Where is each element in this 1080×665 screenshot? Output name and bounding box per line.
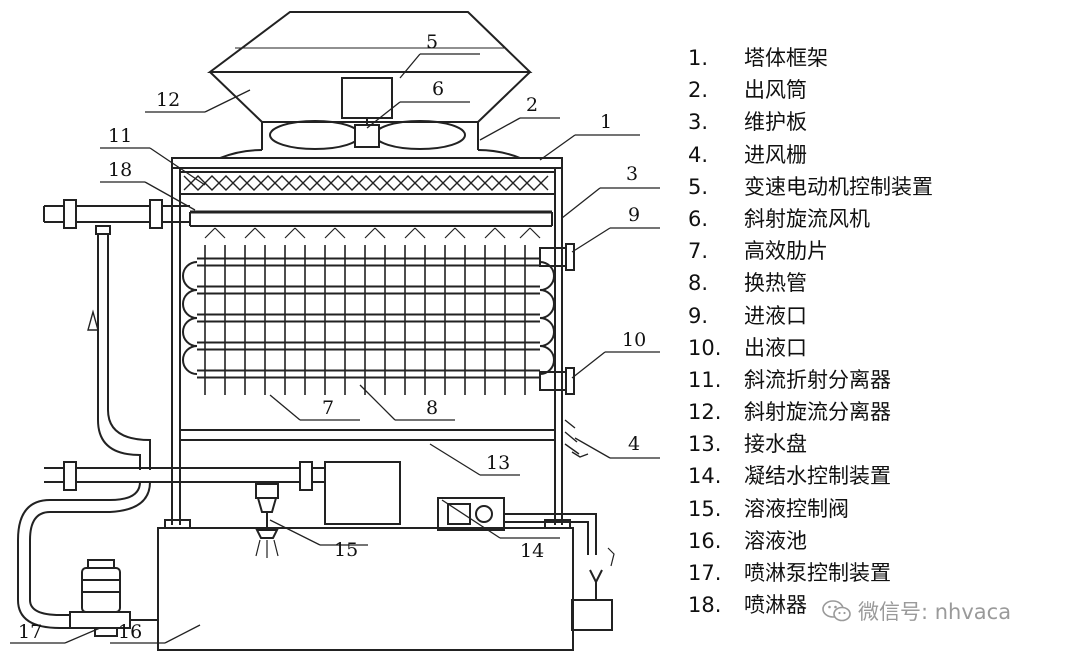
legend-label: 出风筒 bbox=[744, 78, 807, 103]
legend-number: 15. bbox=[688, 496, 722, 521]
legend-label: 喷淋泵控制装置 bbox=[744, 561, 891, 585]
fan-hub bbox=[354, 124, 380, 148]
legend-item: 6. 斜射旋流风机 bbox=[688, 203, 1068, 235]
solution-tank bbox=[157, 527, 574, 651]
callout-2: 2 bbox=[526, 94, 538, 116]
legend-label: 变速电动机控制装置 bbox=[744, 174, 933, 199]
legend-item: 7. 高效肋片 bbox=[688, 235, 1068, 267]
legend-number: 14. bbox=[688, 464, 722, 489]
callout-6: 6 bbox=[432, 78, 444, 100]
callout-7: 7 bbox=[322, 397, 334, 419]
legend-item: 2. 出风筒 bbox=[688, 74, 1068, 106]
legend-label: 换热管 bbox=[744, 271, 807, 296]
solution-valve bbox=[255, 483, 279, 558]
legend-item: 3. 维护板 bbox=[688, 106, 1068, 138]
legend-item: 12. 斜射旋流分离器 bbox=[688, 396, 1068, 428]
callout-8: 8 bbox=[426, 397, 438, 419]
watermark-text: 微信号: nhvaca bbox=[858, 600, 1012, 624]
legend-label: 凝结水控制装置 bbox=[744, 464, 891, 489]
legend-number: 18. bbox=[688, 593, 722, 618]
legend-number: 9. bbox=[688, 303, 709, 328]
fan-blade-right bbox=[374, 120, 466, 150]
fan-blade-left bbox=[269, 120, 361, 150]
legend-number: 10. bbox=[688, 335, 722, 360]
callout-1: 1 bbox=[600, 111, 612, 133]
watermark: 微信号: nhvaca bbox=[822, 596, 1011, 628]
callout-17: 17 bbox=[18, 621, 42, 643]
legend-label: 喷淋器 bbox=[744, 593, 807, 618]
legend-number: 17. bbox=[688, 561, 722, 585]
legend-label: 溶液控制阀 bbox=[744, 496, 849, 521]
drift-eliminator bbox=[179, 171, 556, 195]
legend-label: 高效肋片 bbox=[744, 239, 828, 264]
legend-number: 1. bbox=[688, 46, 709, 70]
callout-13: 13 bbox=[486, 452, 510, 474]
legend-label: 塔体框架 bbox=[744, 46, 828, 70]
legend-number: 4. bbox=[688, 142, 709, 167]
legend-item: 9. 进液口 bbox=[688, 300, 1068, 332]
coil-bank bbox=[182, 245, 555, 395]
legend-number: 6. bbox=[688, 206, 709, 231]
legend-item: 17. 喷淋泵控制装置 bbox=[688, 557, 1068, 589]
legend-item: 1. 塔体框架 bbox=[688, 42, 1068, 74]
legend-number: 8. bbox=[688, 271, 709, 296]
legend-label: 溶液池 bbox=[744, 528, 807, 553]
callout-11: 11 bbox=[108, 125, 132, 147]
spray-pump bbox=[69, 559, 158, 637]
callout-15: 15 bbox=[334, 539, 358, 561]
callout-16: 16 bbox=[118, 621, 142, 643]
collection-pan bbox=[324, 461, 401, 525]
condensate-control bbox=[437, 497, 597, 555]
inlet-pipe bbox=[43, 199, 190, 470]
legend-number: 13. bbox=[688, 432, 722, 457]
return-pipe bbox=[17, 461, 325, 629]
legend-number: 7. bbox=[688, 239, 709, 264]
callout-4: 4 bbox=[628, 433, 640, 455]
legend-item: 4. 进风栅 bbox=[688, 139, 1068, 171]
legend-item: 8. 换热管 bbox=[688, 267, 1068, 299]
legend-number: 2. bbox=[688, 78, 709, 103]
legend-number: 16. bbox=[688, 528, 722, 553]
legend-number: 5. bbox=[688, 174, 709, 199]
legend-label: 接水盘 bbox=[744, 432, 807, 457]
callout-9: 9 bbox=[628, 204, 640, 226]
callout-12: 12 bbox=[156, 89, 180, 111]
legend-label: 斜射旋流风机 bbox=[744, 206, 870, 231]
legend-item: 14. 凝结水控制装置 bbox=[688, 460, 1068, 492]
cooling-tower-diagram: 1 2 3 4 5 6 7 8 9 10 11 12 13 14 15 16 1… bbox=[10, 11, 660, 651]
callout-18: 18 bbox=[108, 159, 132, 181]
legend-label: 斜流折射分离器 bbox=[744, 367, 891, 392]
legend-item: 16. 溶液池 bbox=[688, 525, 1068, 557]
legend-label: 进液口 bbox=[744, 303, 807, 328]
callout-5: 5 bbox=[426, 31, 438, 53]
legend-item: 13. 接水盘 bbox=[688, 428, 1068, 460]
component-legend: 1. 塔体框架 2. 出风筒 3. 维护板 4. 进风栅 5. 变速电动机控制装置 6. 斜… bbox=[688, 42, 1068, 621]
legend-label: 维护板 bbox=[744, 110, 807, 135]
legend-item: 5. 变速电动机控制装置 bbox=[688, 171, 1068, 203]
motor bbox=[341, 77, 393, 119]
legend-number: 3. bbox=[688, 110, 709, 135]
legend-label: 斜射旋流分离器 bbox=[744, 400, 891, 425]
legend-item: 11. 斜流折射分离器 bbox=[688, 364, 1068, 396]
eliminator-zigzag bbox=[183, 175, 549, 191]
callout-10: 10 bbox=[622, 329, 646, 351]
legend-number: 12. bbox=[688, 400, 722, 425]
legend-label: 进风栅 bbox=[744, 142, 807, 167]
legend-item: 15. 溶液控制阀 bbox=[688, 493, 1068, 525]
legend-label: 出液口 bbox=[744, 335, 807, 360]
callout-3: 3 bbox=[626, 163, 638, 185]
callout-14: 14 bbox=[520, 540, 544, 562]
leader-lines bbox=[10, 53, 660, 644]
legend-number: 11. bbox=[688, 367, 722, 392]
wechat-icon bbox=[822, 599, 852, 628]
legend-item: 10. 出液口 bbox=[688, 332, 1068, 364]
legend-item: 18. 喷淋器 bbox=[688, 589, 1068, 621]
